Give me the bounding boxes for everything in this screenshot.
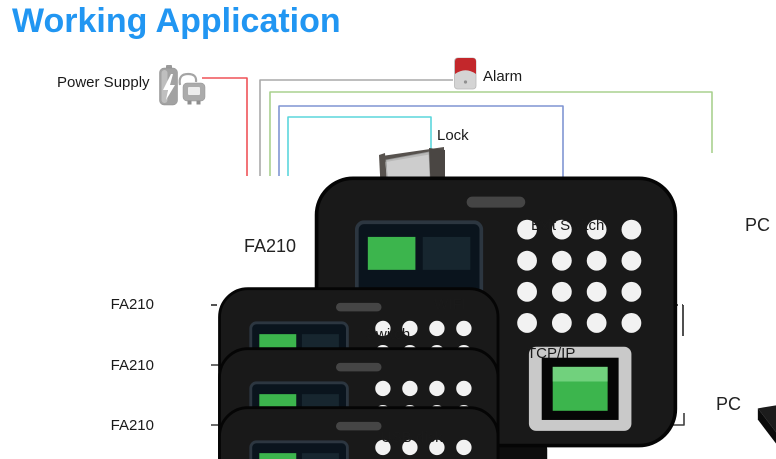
exit-switch-label: Exit Switch: [531, 217, 605, 234]
usb-disk-label: USB disk: [381, 429, 443, 446]
pc-bottom-label: PC: [716, 394, 742, 414]
exit-switch-wire: [278, 105, 564, 178]
fa210-row3-label: FA210: [110, 417, 154, 434]
fa210-row2-label: FA210: [110, 357, 154, 374]
alarm-wire: [259, 79, 453, 176]
lock-label: Lock: [437, 127, 469, 144]
page-title: Working Application: [12, 2, 341, 40]
fa210-row1-label: FA210: [110, 296, 154, 313]
alarm-label: Alarm: [483, 68, 523, 85]
alarm-icon: [454, 57, 477, 90]
fa210-main-label: FA210: [243, 236, 297, 256]
tcpip-label: TCP/IP: [527, 345, 576, 362]
fa210-device-row3: [220, 408, 498, 459]
pc-top-label: PC: [745, 215, 771, 235]
pc-wire: [269, 91, 713, 176]
power-wire: [202, 77, 248, 176]
wifi-label: WIFI: [434, 296, 466, 313]
pc-top-illustration: [758, 146, 776, 459]
power-supply-icon: [159, 65, 206, 106]
lock-wire: [287, 116, 432, 176]
pc-bottom-illustration: [728, 324, 776, 459]
power-supply-label: Power Supply: [57, 74, 150, 91]
switch-label: Switch: [366, 326, 411, 343]
